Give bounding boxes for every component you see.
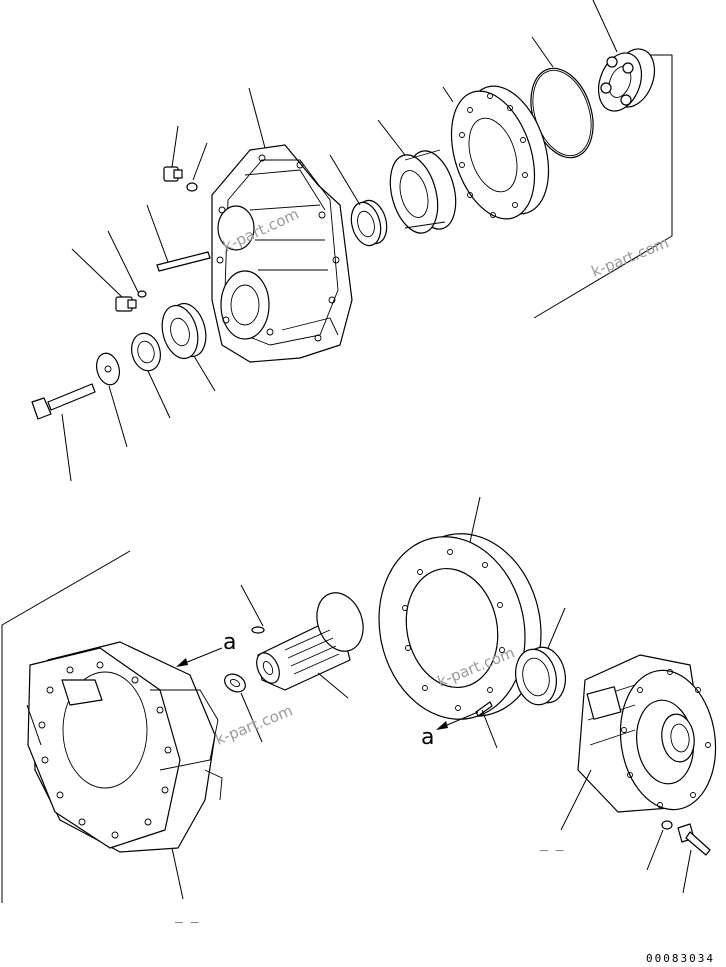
lower-bearing <box>161 302 207 360</box>
washer-plate <box>95 352 121 386</box>
differential-carrier-housing <box>27 641 223 853</box>
watermark-upper-right: k-part.com <box>589 233 671 280</box>
reference-arrow-a-right <box>436 711 479 730</box>
lock-washer <box>661 820 673 830</box>
reference-label-right: a <box>421 725 434 750</box>
ring-gear <box>378 533 542 720</box>
plug-bolt <box>163 166 183 182</box>
bearing-cup <box>514 646 567 706</box>
shaft-shim <box>251 626 265 634</box>
reference-label-left: a <box>223 630 236 655</box>
tapered-roller-bearing <box>389 149 457 234</box>
upper-assembly <box>31 0 673 482</box>
upper-group-bracket <box>533 54 673 319</box>
watermark-lower-left: k-part.com <box>213 701 295 748</box>
reference-arrow-a-left <box>176 647 223 667</box>
bolt-small <box>115 296 137 312</box>
drawing-number: 00083034 <box>646 952 715 965</box>
locknut <box>131 332 161 372</box>
case-bolt <box>677 823 711 856</box>
dowel-pin <box>156 251 211 272</box>
reference-pin <box>475 701 493 717</box>
lower-group-bracket <box>1 550 131 903</box>
differential-case <box>577 654 717 813</box>
gasket-washer <box>186 182 198 192</box>
pinion-shaft <box>256 592 364 691</box>
bearing-race <box>350 199 388 247</box>
long-bolt <box>31 383 96 420</box>
roller-bearing-top <box>597 48 656 112</box>
bearing-cover <box>450 85 550 220</box>
lower-assembly <box>1 496 717 903</box>
callout-dash-left: _ _ <box>175 909 199 924</box>
lower-leader-lines <box>26 496 692 900</box>
oil-seal-eye <box>224 673 246 693</box>
upper-leader-lines <box>61 0 618 482</box>
small-washer <box>137 290 147 298</box>
callout-dash-right: _ _ <box>540 837 564 852</box>
transfer-case-housing <box>211 144 353 363</box>
